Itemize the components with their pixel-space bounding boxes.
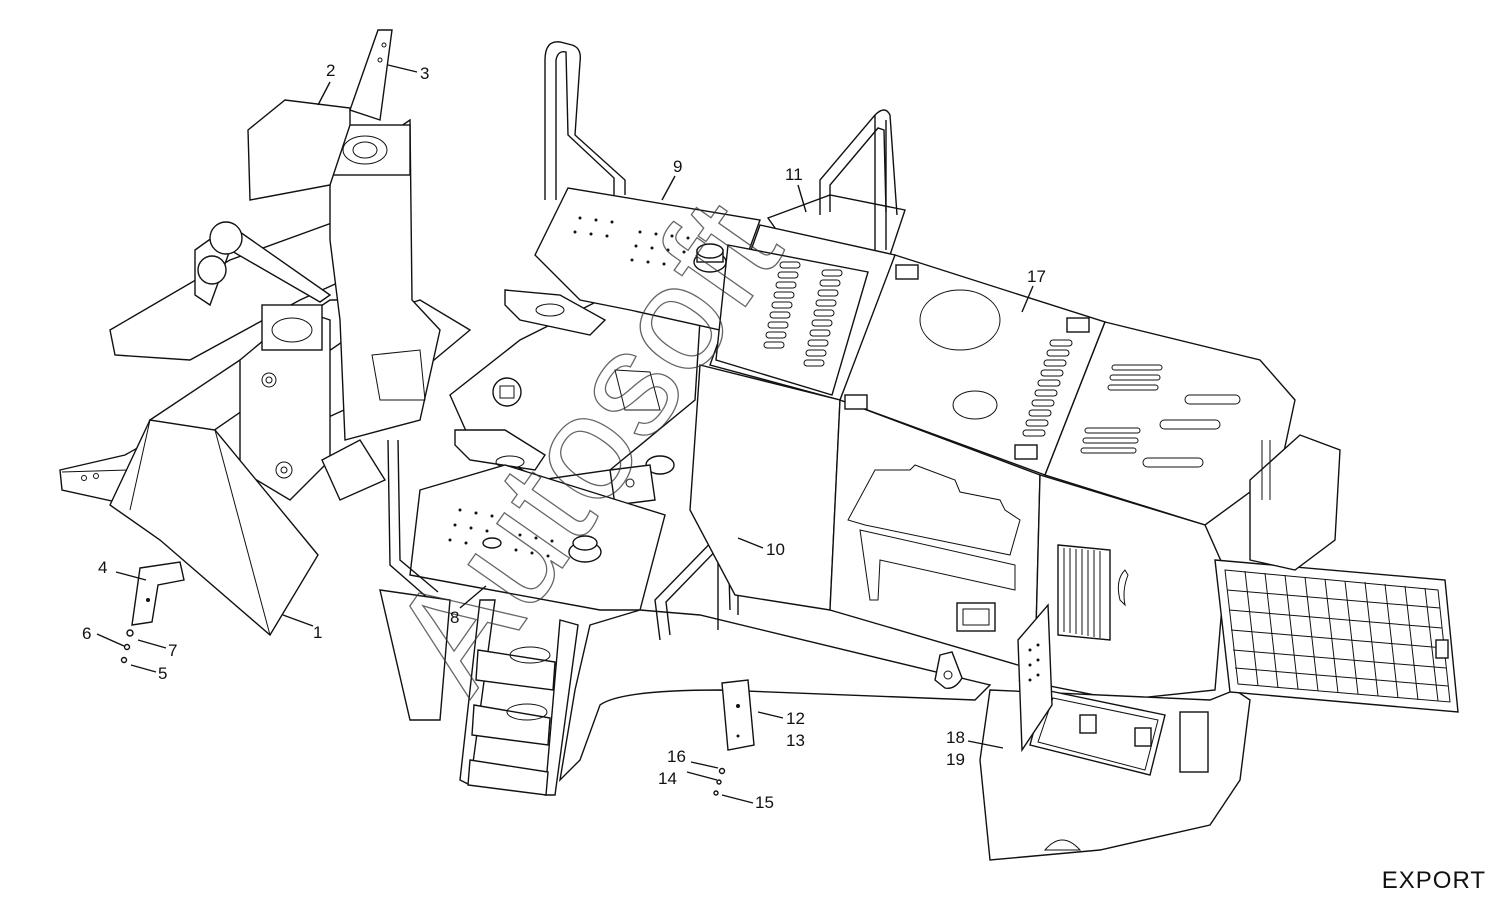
callout-4: 4 (98, 558, 107, 577)
callout-11: 11 (785, 165, 803, 184)
side-panel-cutout (847, 464, 1021, 556)
callout-5: 5 (158, 664, 167, 683)
fender (558, 609, 992, 783)
battery-box (1017, 603, 1209, 776)
radiator-screen (1214, 559, 1459, 713)
part-4-plate (131, 561, 185, 626)
part-8-holes (448, 508, 554, 558)
leader-lines (96, 64, 1034, 804)
callout-6: 6 (82, 624, 91, 643)
handrail-rear (544, 41, 626, 200)
callout-19: 19 (946, 750, 965, 769)
callout-3: 3 (420, 64, 429, 83)
callout-17: 17 (1027, 267, 1046, 286)
counterweight (1249, 434, 1341, 571)
handrail-11 (819, 109, 898, 216)
callout-18: 18 (946, 728, 965, 747)
callout-7: 7 (168, 641, 177, 660)
access-ladder (459, 599, 579, 796)
part-12-plate (721, 679, 755, 751)
part-2-plate (247, 99, 351, 201)
center-frame (449, 289, 701, 506)
step-handrail (387, 439, 431, 601)
hood-louvers-right (1022, 339, 1241, 468)
callout-2: 2 (326, 61, 335, 80)
export-label: EXPORT (1381, 867, 1486, 894)
callout-1: 1 (313, 623, 322, 642)
callout-15: 15 (755, 793, 774, 812)
callout-12: 12 (786, 709, 805, 728)
callout-16: 16 (667, 747, 686, 766)
callout-13: 13 (786, 731, 805, 750)
side-grille (1057, 544, 1111, 641)
callout-8: 8 (450, 608, 459, 627)
part-3-bracket (349, 29, 393, 121)
hood-hinges (844, 264, 1090, 460)
callout-10: 10 (766, 540, 785, 559)
callout-9: 9 (673, 157, 682, 176)
hood-louvers-left (763, 261, 843, 367)
part-9-holes (573, 216, 690, 266)
callout-labels: 1 2 3 4 5 6 7 8 9 10 11 12 13 14 15 16 1… (82, 61, 1046, 812)
callout-14: 14 (658, 769, 677, 788)
